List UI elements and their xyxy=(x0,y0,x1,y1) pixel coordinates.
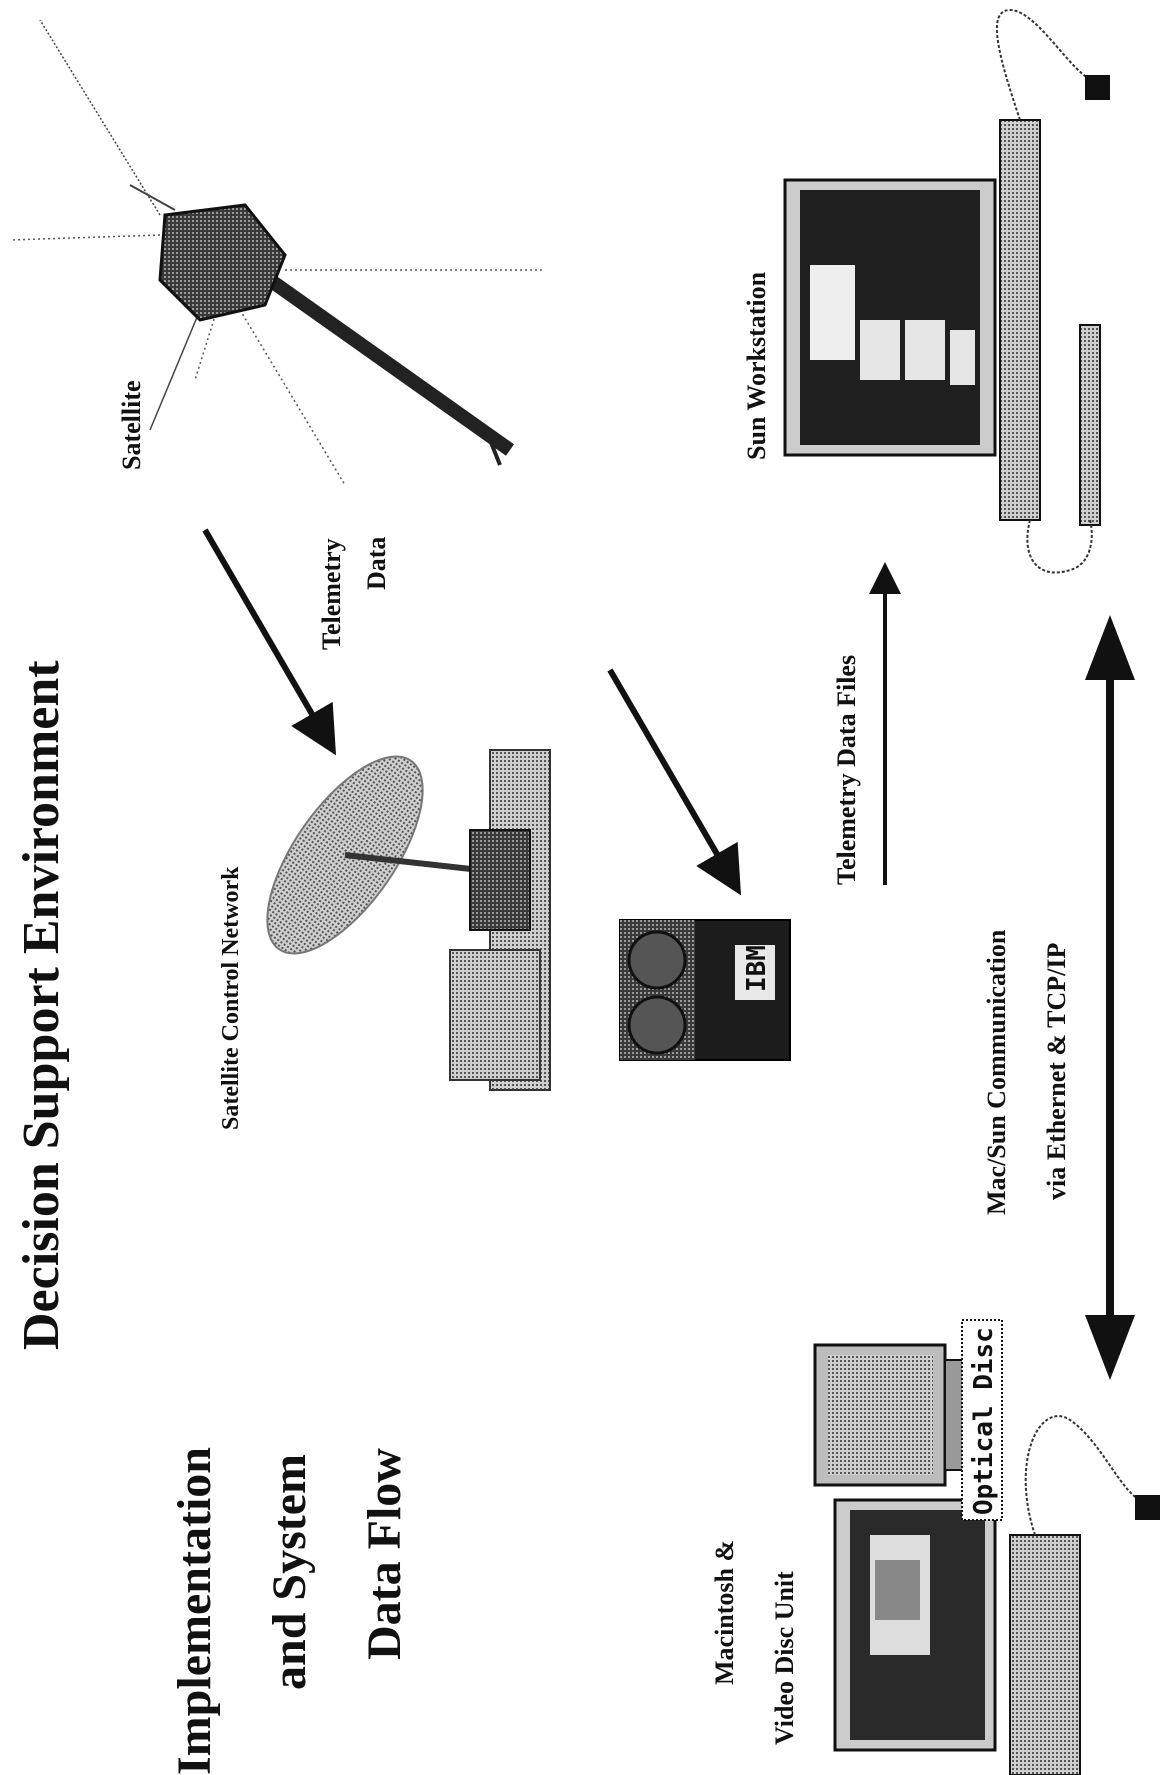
diagram-subtitle-line-3: Data Flow xyxy=(358,1448,411,1660)
sun-workstation-label: Sun Workstation xyxy=(742,271,771,460)
optical-disc-label: Optical Disc xyxy=(969,1327,999,1515)
satellite-icon xyxy=(9,19,545,486)
macintosh-icon xyxy=(833,1415,1160,1775)
diagram-subtitle-line-2: and System xyxy=(263,1454,316,1690)
diagram-title: Decision Support Environment xyxy=(13,660,70,1350)
ibm-mainframe-icon xyxy=(619,919,791,1061)
ibm-label: IBM xyxy=(742,945,772,992)
satellite-label: Satellite xyxy=(117,380,146,470)
telemetry-label-line-2: Data xyxy=(362,537,391,590)
macintosh-label-line-1: Macintosh & xyxy=(710,1540,739,1685)
telemetry-arrow xyxy=(202,528,337,756)
mac-sun-arrow xyxy=(1085,615,1135,1380)
telemetry-label-line-1: Telemetry xyxy=(317,538,346,650)
video-disc-monitor-icon xyxy=(813,1343,966,1487)
sun-workstation-icon xyxy=(783,8,1110,574)
mac-sun-label-line-1: Mac/Sun Communication xyxy=(982,929,1011,1215)
ground-station-icon xyxy=(266,749,551,1091)
mac-sun-label-line-2: via Ethernet & TCP/IP xyxy=(1042,943,1071,1200)
optical-disc-tag xyxy=(961,1319,1003,1521)
ground-station-label: Satellite Control Network xyxy=(218,866,244,1130)
telemetry-files-label: Telemetry Data Files xyxy=(832,655,861,885)
ground-to-ibm-arrow xyxy=(607,668,742,896)
diagram-subtitle-line-1: Implementation xyxy=(168,1447,221,1775)
macintosh-label-line-2: Video Disc Unit xyxy=(770,1571,799,1745)
